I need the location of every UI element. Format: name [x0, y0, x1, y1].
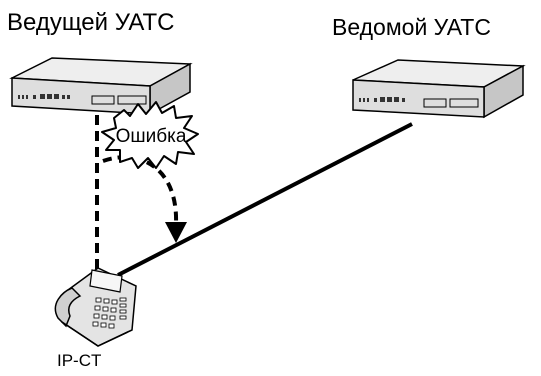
slave-to-phone-link — [117, 122, 413, 277]
error-burst-icon: Ошибка — [101, 101, 199, 169]
ip-telephone-icon — [54, 267, 137, 347]
master-pbx-icon — [9, 57, 193, 116]
slave-pbx-label: Ведомой УАТС — [332, 14, 491, 40]
error-label: Ошибка — [116, 126, 187, 147]
slave-pbx-icon — [352, 59, 526, 119]
phone-label: IP-CT — [57, 351, 102, 370]
master-pbx-label: Ведущей УАТС — [7, 9, 175, 36]
failover-arrowhead — [165, 222, 187, 243]
